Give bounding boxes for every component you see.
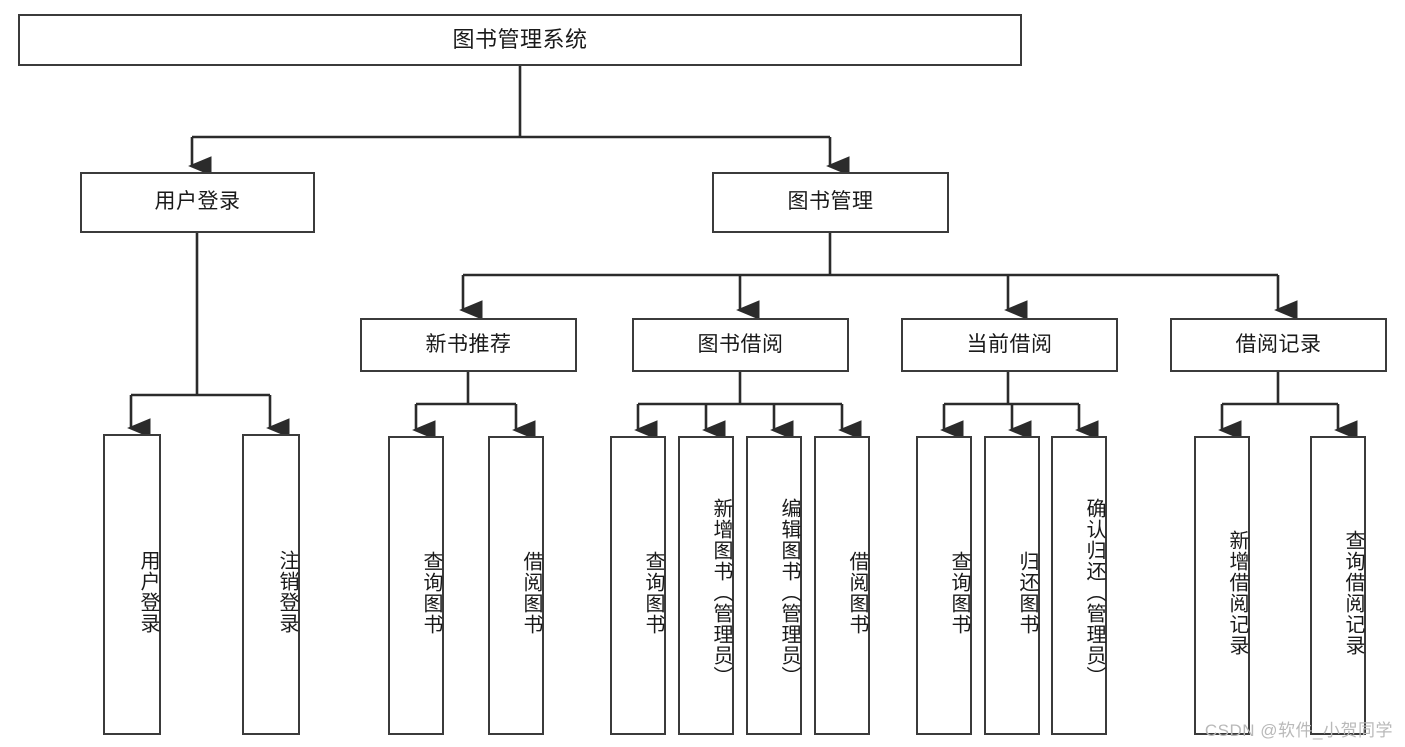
leaf-current-query-book[interactable]: 查询图书 <box>916 436 972 735</box>
leaf-borrow-borrow-book[interactable]: 借阅图书 <box>814 436 870 735</box>
leaf-newbook-borrow-book[interactable]: 借阅图书 <box>488 436 544 735</box>
leaf-record-query-record[interactable]: 查询借阅记录 <box>1310 436 1366 735</box>
node-book-management[interactable]: 图书管理 <box>712 172 949 233</box>
leaf-current-confirm-return-admin[interactable]: 确认归还（管理员） <box>1051 436 1107 735</box>
leaf-user-login-signin[interactable]: 用户登录 <box>103 434 161 735</box>
node-current-borrow[interactable]: 当前借阅 <box>901 318 1118 372</box>
node-root-system[interactable]: 图书管理系统 <box>18 14 1022 66</box>
leaf-record-add-record[interactable]: 新增借阅记录 <box>1194 436 1250 735</box>
leaf-newbook-query-book[interactable]: 查询图书 <box>388 436 444 735</box>
node-user-login[interactable]: 用户登录 <box>80 172 315 233</box>
leaf-borrow-query-book[interactable]: 查询图书 <box>610 436 666 735</box>
leaf-borrow-add-book-admin[interactable]: 新增图书（管理员） <box>678 436 734 735</box>
node-book-borrow[interactable]: 图书借阅 <box>632 318 849 372</box>
leaf-current-return-book[interactable]: 归还图书 <box>984 436 1040 735</box>
node-borrow-record[interactable]: 借阅记录 <box>1170 318 1387 372</box>
node-new-book-recommend[interactable]: 新书推荐 <box>360 318 577 372</box>
csdn-watermark: CSDN @软件_小贺同学 <box>1204 721 1393 740</box>
leaf-borrow-edit-book-admin[interactable]: 编辑图书（管理员） <box>746 436 802 735</box>
leaf-user-login-signout[interactable]: 注销登录 <box>242 434 300 735</box>
